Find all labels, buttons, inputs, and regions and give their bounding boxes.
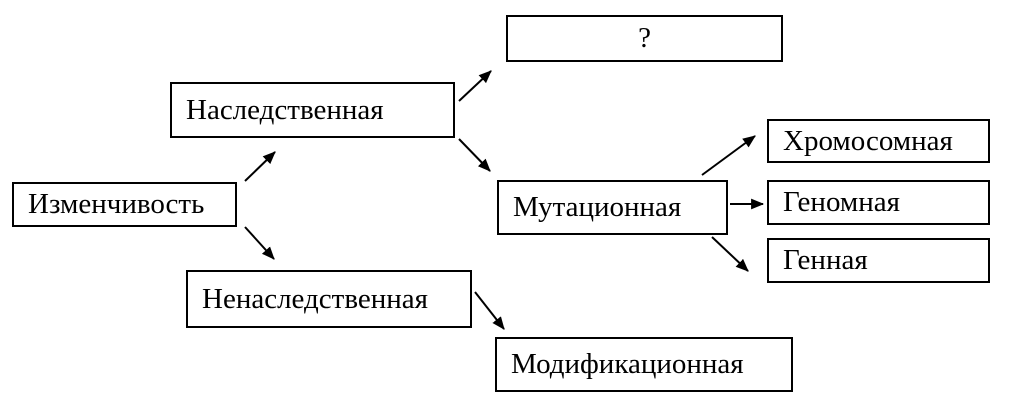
node-variability: Изменчивость — [12, 182, 237, 227]
node-mutational-label: Мутационная — [513, 191, 682, 223]
arrow-hereditary-to-unknown — [458, 70, 492, 102]
arrow-non-hereditary-to-modif — [474, 291, 505, 330]
node-chromosomal: Хромосомная — [767, 119, 990, 163]
arrow-hereditary-to-mutational — [458, 138, 491, 172]
arrow-root-to-hereditary — [244, 151, 276, 182]
node-genetic: Генная — [767, 238, 990, 283]
node-unknown: ? — [506, 15, 783, 62]
node-unknown-label: ? — [638, 22, 651, 54]
arrow-mutational-to-genetic — [711, 236, 749, 272]
node-non-hereditary-label: Ненаследственная — [202, 282, 428, 315]
node-variability-label: Изменчивость — [28, 188, 205, 220]
node-chromosomal-label: Хромосомная — [783, 124, 953, 157]
arrow-root-to-non-hereditary — [244, 226, 275, 260]
node-genomic: Геномная — [767, 180, 990, 225]
node-modificational-label: Модификационная — [511, 348, 744, 380]
node-hereditary-label: Наследственная — [186, 93, 384, 126]
node-modificational: Модификационная — [495, 337, 793, 392]
arrow-mutational-to-chromosomal — [701, 135, 756, 176]
node-genomic-label: Геномная — [783, 186, 900, 218]
node-mutational: Мутационная — [497, 180, 728, 235]
node-genetic-label: Генная — [783, 244, 868, 276]
node-non-hereditary: Ненаследственная — [186, 270, 472, 328]
node-hereditary: Наследственная — [170, 82, 455, 138]
